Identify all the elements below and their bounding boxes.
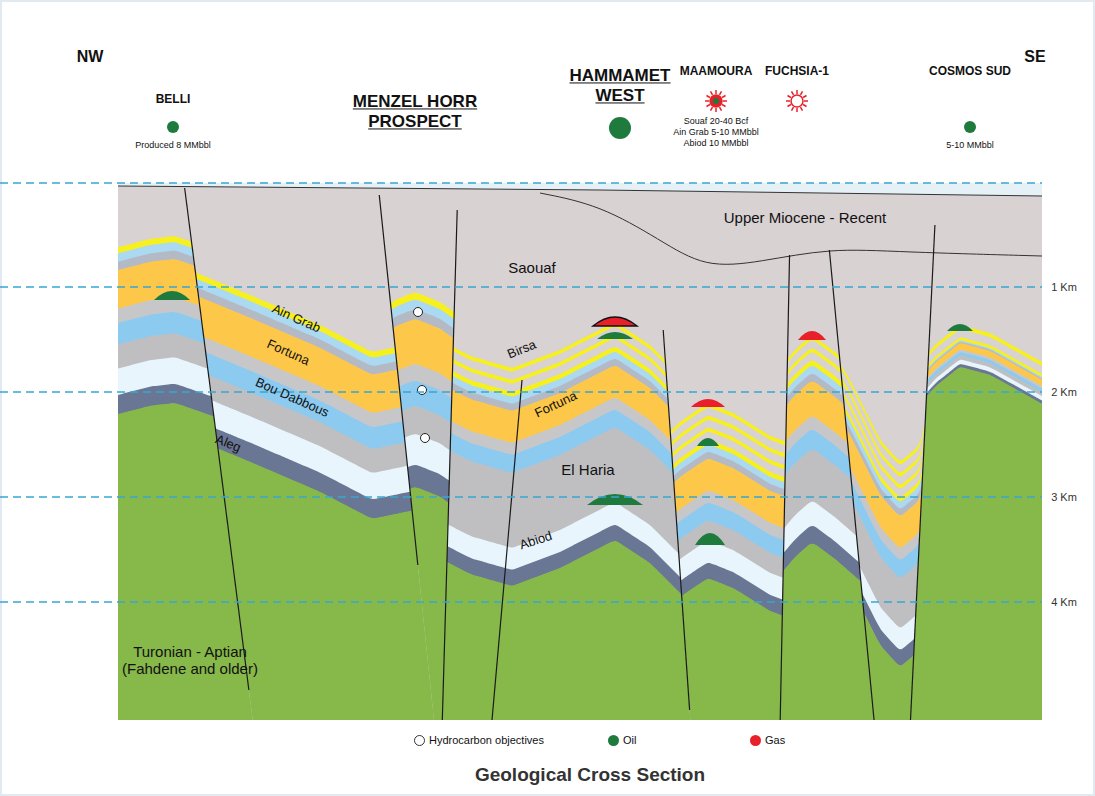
fault-line bbox=[663, 330, 689, 710]
section-label: Saouaf bbox=[508, 259, 556, 276]
section-label: El Haria bbox=[561, 461, 614, 478]
accumulation bbox=[593, 317, 637, 326]
well-dot bbox=[964, 121, 976, 133]
sea-strip bbox=[118, 183, 1042, 196]
gas-ray bbox=[720, 91, 722, 94]
section-label: COSMOS SUD bbox=[929, 65, 1011, 79]
gas-core bbox=[791, 95, 803, 107]
surface-line bbox=[118, 186, 1042, 196]
legend-text: Gas bbox=[765, 734, 785, 746]
gas-ray bbox=[722, 96, 725, 98]
fault-line bbox=[780, 255, 789, 720]
fault-line bbox=[910, 225, 934, 720]
upper-miocene-base bbox=[540, 193, 1042, 264]
section-label: Abiod 10 MMbbl bbox=[683, 138, 748, 148]
gas-ray bbox=[720, 107, 722, 110]
section-label: 4 Km bbox=[1051, 596, 1077, 609]
section-label: 3 Km bbox=[1051, 491, 1077, 504]
gas-ray bbox=[715, 90, 717, 94]
gas-ray bbox=[792, 91, 794, 94]
gas-core bbox=[710, 95, 722, 107]
depth-line bbox=[0, 391, 1042, 392]
well-dot bbox=[167, 121, 179, 133]
accumulation bbox=[947, 324, 973, 331]
depth-line bbox=[0, 286, 1042, 287]
stratum-band bbox=[900, 367, 1042, 720]
gas-ray bbox=[801, 91, 803, 94]
section-label: BELLI bbox=[156, 93, 191, 107]
gas-ray bbox=[801, 107, 803, 110]
gas-ray bbox=[706, 96, 709, 98]
section-label: Produced 8 MMbbl bbox=[135, 140, 211, 150]
accumulation bbox=[691, 399, 725, 407]
depth-line bbox=[0, 182, 1042, 183]
gas-ray bbox=[786, 100, 790, 102]
section-label: MENZEL HORR PROSPECT bbox=[340, 92, 490, 131]
objective-swatch bbox=[414, 735, 425, 746]
section-label: HAMMAMET WEST bbox=[568, 66, 672, 105]
gas-ray bbox=[705, 100, 709, 102]
gas-ray bbox=[787, 96, 790, 98]
legend-item: Oil bbox=[608, 734, 636, 746]
legend-item: Hydrocarbon objectives bbox=[414, 734, 544, 746]
depth-line bbox=[0, 496, 1042, 497]
section-label: Souaf 20-40 Bcf bbox=[684, 116, 749, 126]
fault-block bbox=[432, 323, 704, 720]
gas-ray bbox=[723, 100, 727, 102]
section-label: Turonian - Aptian (Fahdene and older) bbox=[108, 643, 273, 678]
section-label: FUCHSIA-1 bbox=[765, 65, 829, 79]
gas-ray bbox=[715, 108, 717, 112]
well-dot bbox=[609, 117, 631, 139]
accumulation bbox=[798, 331, 826, 340]
gas-well-symbol bbox=[705, 90, 727, 112]
legend-text: Oil bbox=[623, 734, 636, 746]
accumulation bbox=[597, 332, 633, 339]
fault-line bbox=[379, 195, 418, 565]
gas-ray bbox=[706, 105, 709, 107]
fault-line bbox=[185, 188, 249, 690]
objective-circle bbox=[418, 386, 427, 395]
gas-ray bbox=[792, 107, 794, 110]
legend-swatch bbox=[608, 735, 619, 746]
section bbox=[118, 183, 1042, 720]
gas-ray bbox=[787, 105, 790, 107]
stratum-band bbox=[643, 579, 803, 720]
section-label: NW bbox=[77, 48, 104, 66]
depth-line bbox=[0, 601, 1042, 602]
fault-block bbox=[900, 326, 1042, 720]
section-label: MAAMOURA bbox=[680, 65, 753, 79]
legend-swatch bbox=[750, 735, 761, 746]
accumulation bbox=[154, 291, 190, 300]
fault-line bbox=[829, 250, 874, 720]
legend-text: Hydrocarbon objectives bbox=[429, 734, 544, 746]
section-label: Ain Grab 5-10 MMbbl bbox=[673, 127, 759, 137]
gas-ray bbox=[804, 100, 808, 102]
section-label: Upper Miocene - Recent bbox=[724, 209, 887, 226]
accumulation bbox=[697, 438, 719, 446]
gas-ray bbox=[796, 90, 798, 94]
gas-well-symbol bbox=[786, 90, 808, 112]
gas-ray bbox=[711, 107, 713, 110]
strata bbox=[118, 236, 1042, 720]
gas-ray bbox=[711, 91, 713, 94]
objective-circle bbox=[421, 434, 430, 443]
oil-core bbox=[713, 98, 719, 104]
gas-ray bbox=[722, 105, 725, 107]
fault-line bbox=[492, 380, 522, 720]
gas-ray bbox=[796, 108, 798, 112]
accumulation bbox=[587, 494, 643, 505]
stratum-band bbox=[432, 541, 704, 720]
caption: Geological Cross Section bbox=[475, 764, 705, 786]
section-label: 1 Km bbox=[1051, 281, 1077, 294]
accumulation bbox=[695, 533, 725, 545]
section-label: 2 Km bbox=[1051, 386, 1077, 399]
fault-block bbox=[643, 404, 803, 720]
gas-ray bbox=[803, 105, 806, 107]
section-label: 5-10 MMbbl bbox=[946, 140, 994, 150]
objective-circle bbox=[414, 308, 423, 317]
legend-item: Gas bbox=[750, 734, 785, 746]
gas-ray bbox=[803, 96, 806, 98]
section-label: SE bbox=[1024, 48, 1045, 66]
